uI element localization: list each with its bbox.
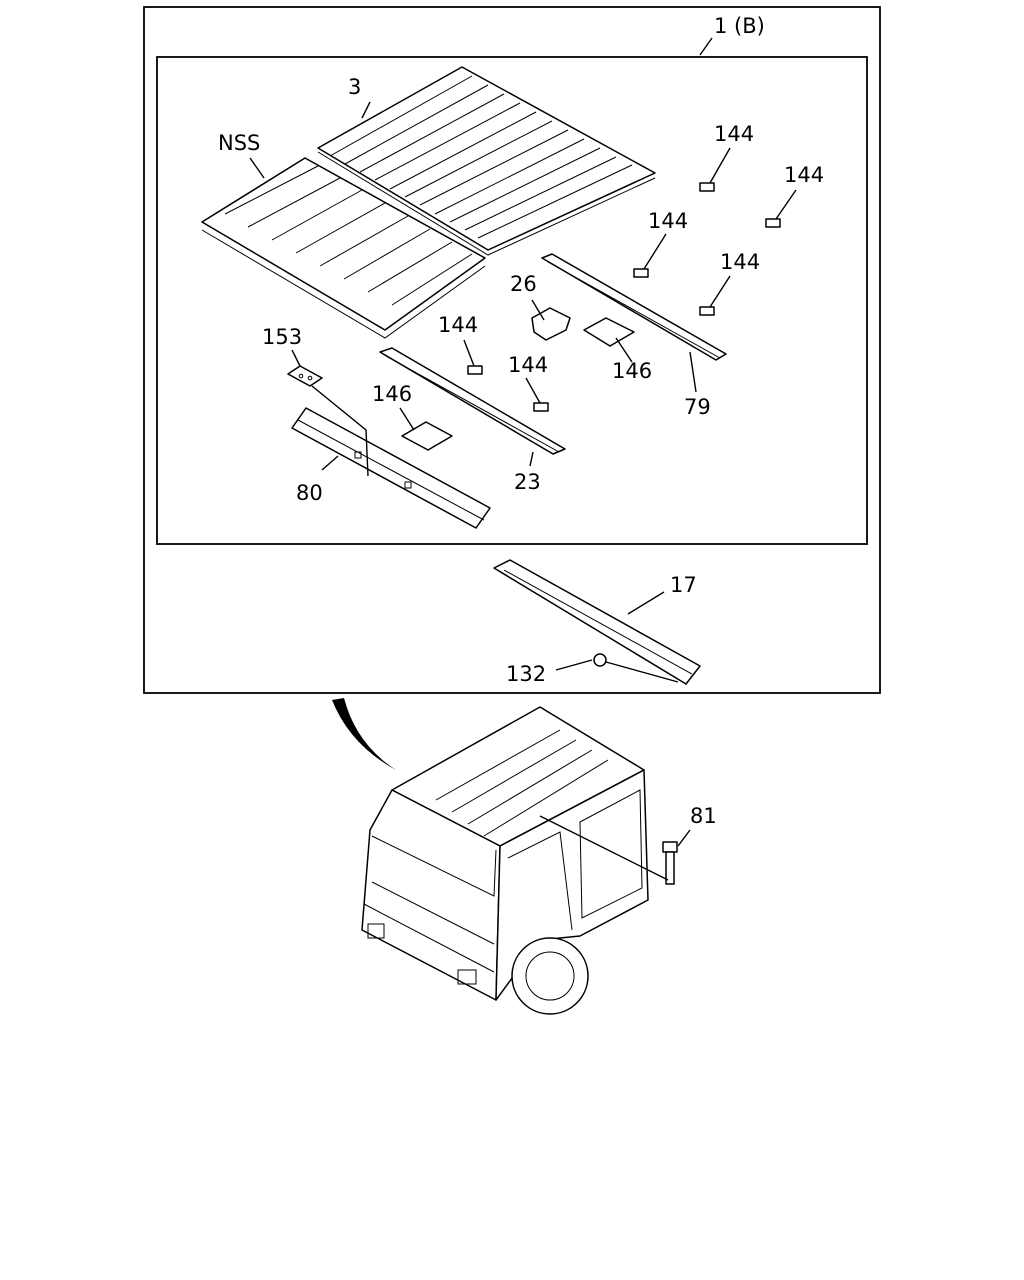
mid-bow: [379, 347, 566, 455]
bracket-d: [699, 306, 715, 316]
callout-gusset: 26: [510, 272, 537, 296]
bracket-f: [533, 402, 549, 412]
callout-plate: 153: [262, 325, 302, 349]
callout-roof-panel: 3: [348, 75, 361, 99]
callout-nss: NSS: [218, 131, 260, 155]
callout-bolt: 81: [690, 804, 717, 828]
callout-front-rail: 80: [296, 481, 323, 505]
callout-bracket-b: 144: [784, 163, 824, 187]
roof-panel-nss: [201, 157, 486, 339]
rear-bow: [541, 253, 727, 361]
inner-frame: [156, 56, 868, 545]
outer-frame: [143, 6, 881, 694]
header-rail: [493, 559, 701, 685]
bolt: [539, 815, 678, 885]
callout-header-rail: 17: [670, 573, 697, 597]
callout-mid-bow: 23: [514, 470, 541, 494]
callout-rear-bow: 79: [684, 395, 711, 419]
callout-mount-left: 146: [372, 382, 412, 406]
truck-cab: [361, 706, 649, 1015]
callout-assembly: 1 (B): [714, 14, 765, 38]
callout-mount-right: 146: [612, 359, 652, 383]
plate: [287, 365, 323, 387]
bracket-c: [633, 268, 649, 278]
roof-panel: [317, 66, 656, 256]
bracket-b: [765, 218, 781, 228]
gusset: [531, 307, 571, 341]
callout-bracket-a: 144: [714, 122, 754, 146]
mount-right: [583, 317, 635, 347]
mount-left: [401, 421, 453, 451]
bracket-e: [467, 365, 483, 375]
callout-bracket-f: 144: [508, 353, 548, 377]
callout-screw: 132: [506, 662, 546, 686]
front-rail: [291, 407, 491, 529]
screw: [593, 653, 607, 667]
sweep-arrow: [332, 698, 396, 770]
callout-bracket-d: 144: [720, 250, 760, 274]
bracket-a: [699, 182, 715, 192]
callout-bracket-e: 144: [438, 313, 478, 337]
callout-bracket-c: 144: [648, 209, 688, 233]
